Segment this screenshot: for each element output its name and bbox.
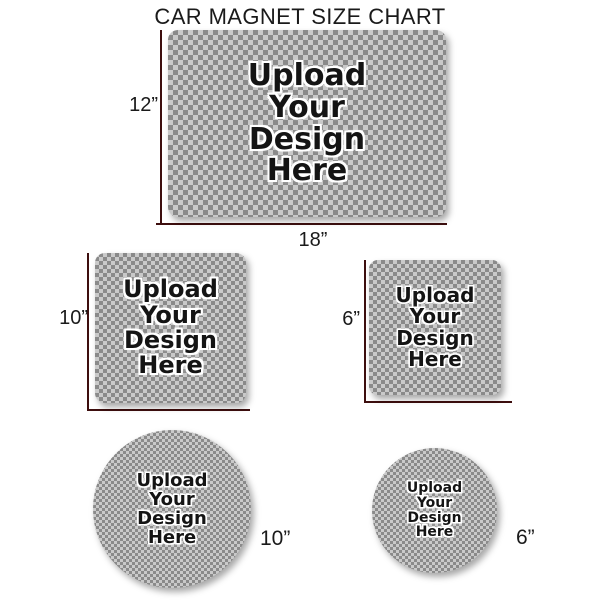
upload-placeholder-text: Upload Your Design Here xyxy=(395,283,475,371)
magnet-square-6: Upload Your Design Here xyxy=(369,260,501,395)
circle10-size-label: 10” xyxy=(260,527,291,550)
magnet-rect-18x12: Upload Your Design Here xyxy=(168,30,446,217)
upload-placeholder-text: Upload Your Design Here xyxy=(247,57,367,189)
rect-width-label: 18” xyxy=(298,229,328,251)
page-title: CAR MAGNET SIZE CHART xyxy=(154,4,446,29)
upload-placeholder-text: Upload Your Design Here xyxy=(406,479,463,541)
upload-placeholder-text: Upload Your Design Here xyxy=(123,275,218,380)
rect-height-label: 12” xyxy=(129,94,158,116)
square10-width-dimension-line xyxy=(87,409,250,411)
square6-height-dimension-line xyxy=(364,260,366,402)
square10-height-dimension-line xyxy=(87,253,89,410)
circle6-size-label: 6” xyxy=(516,526,535,549)
rect-height-dimension-line xyxy=(160,30,162,223)
rect-width-dimension-line xyxy=(156,223,447,225)
square6-width-dimension-line xyxy=(364,401,512,403)
upload-placeholder-text: Upload Your Design Here xyxy=(136,469,208,549)
magnet-circle-10: Upload Your Design Here xyxy=(93,430,251,588)
magnet-square-10: Upload Your Design Here xyxy=(95,253,246,403)
square10-size-label: 10” xyxy=(59,307,88,329)
square6-size-label: 6” xyxy=(342,308,360,330)
magnet-circle-6: Upload Your Design Here xyxy=(372,448,497,573)
